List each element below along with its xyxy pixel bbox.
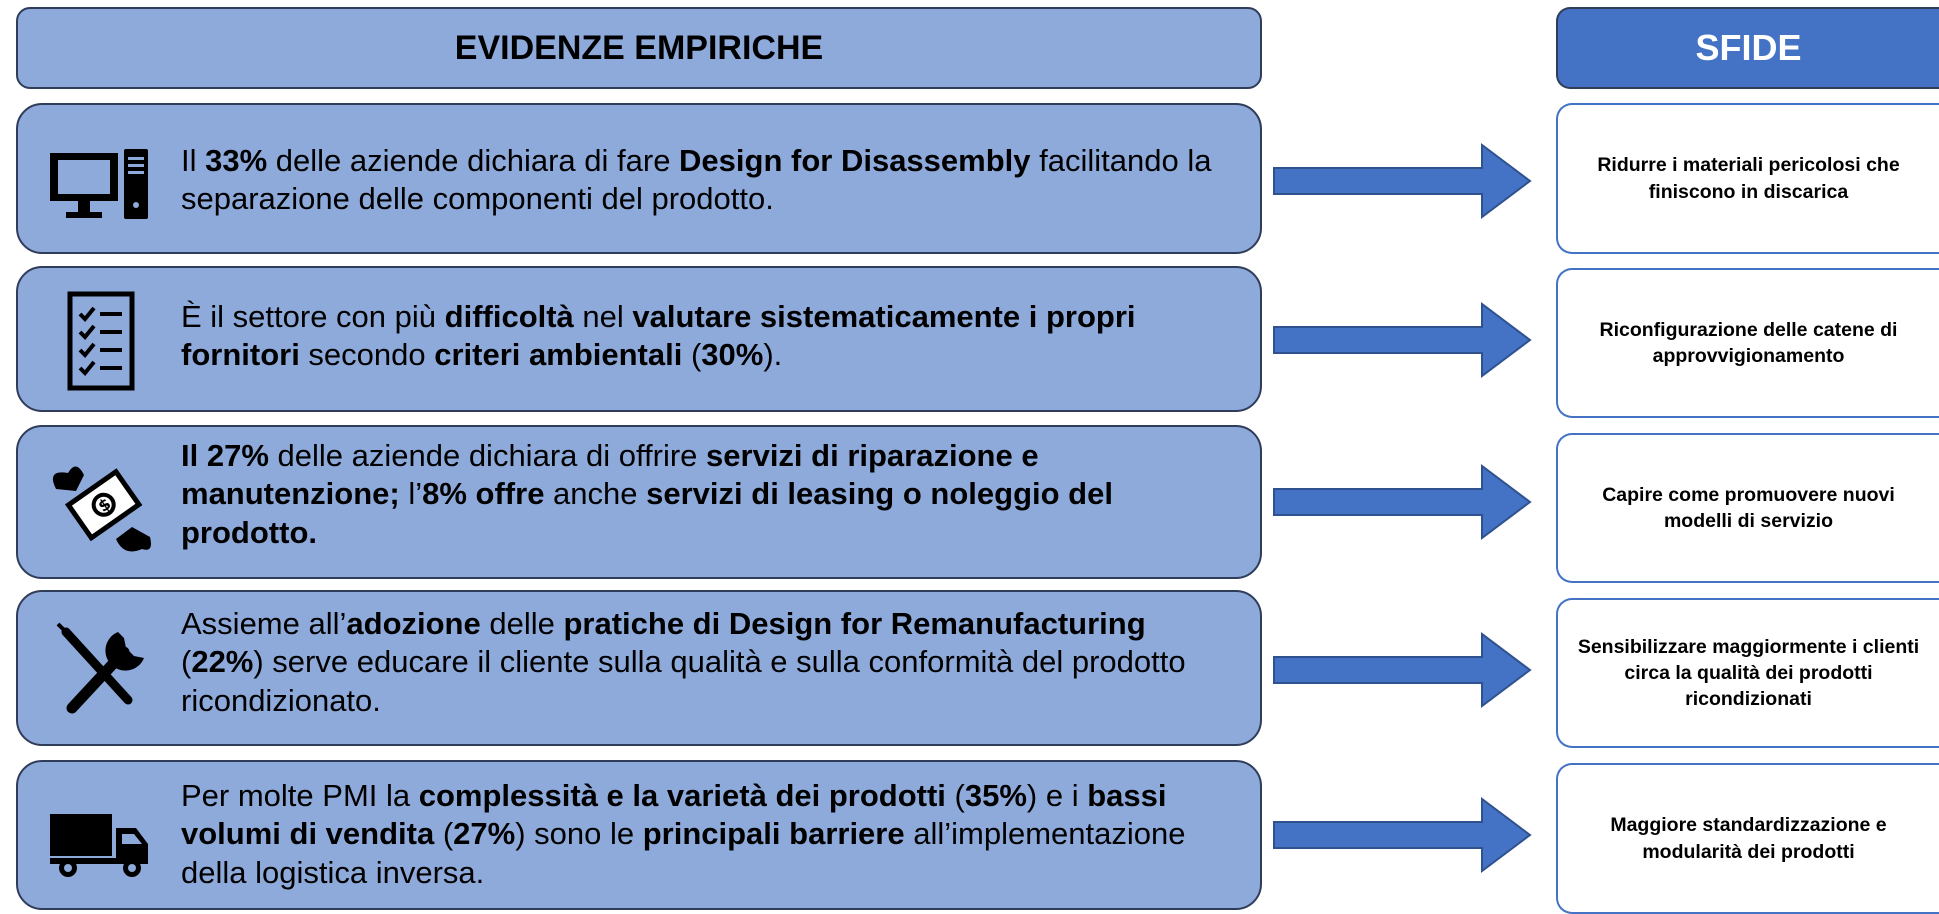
evidence-box: Per molte PMI la complessità e la variet… — [16, 760, 1262, 910]
arrow-right-icon — [1273, 632, 1532, 708]
arrow-right-icon — [1273, 464, 1532, 540]
tools-icon — [46, 614, 156, 724]
evidence-text: Assieme all’adozione delle pratiche di D… — [181, 606, 1186, 718]
challenge-box: Sensibilizzare maggiormente i clienti ci… — [1556, 598, 1939, 748]
evidence-box: Assieme all’adozione delle pratiche di D… — [16, 590, 1262, 746]
evidence-text: Il 33% delle aziende dichiara di fare De… — [181, 143, 1212, 217]
evidence-box: $ Il 27% delle aziende dichiara di offri… — [16, 425, 1262, 579]
arrow-right-icon — [1273, 143, 1532, 219]
challenge-box: Maggiore standardizzazione e modularità … — [1556, 763, 1939, 914]
challenges-header: SFIDE — [1556, 7, 1939, 89]
truck-icon — [46, 784, 156, 894]
arrow-right-icon — [1273, 302, 1532, 378]
evidence-text: È il settore con più difficoltà nel valu… — [181, 299, 1136, 373]
flying-money-icon: $ — [46, 449, 156, 559]
evidence-text: Il 27% delle aziende dichiara di offrire… — [181, 438, 1113, 550]
challenge-box: Capire come promuovere nuovi modelli di … — [1556, 433, 1939, 583]
evidence-text: Per molte PMI la complessità e la variet… — [181, 778, 1186, 890]
evidence-box: È il settore con più difficoltà nel valu… — [16, 266, 1262, 412]
computer-icon — [46, 127, 156, 237]
evidence-header: EVIDENZE EMPIRICHE — [16, 7, 1262, 89]
arrow-right-icon — [1273, 797, 1532, 873]
challenge-box: Riconfigurazione delle catene di approvv… — [1556, 268, 1939, 418]
evidence-box: Il 33% delle aziende dichiara di fare De… — [16, 103, 1262, 254]
checklist-icon — [46, 286, 156, 396]
challenge-box: Ridurre i materiali pericolosi che finis… — [1556, 103, 1939, 254]
